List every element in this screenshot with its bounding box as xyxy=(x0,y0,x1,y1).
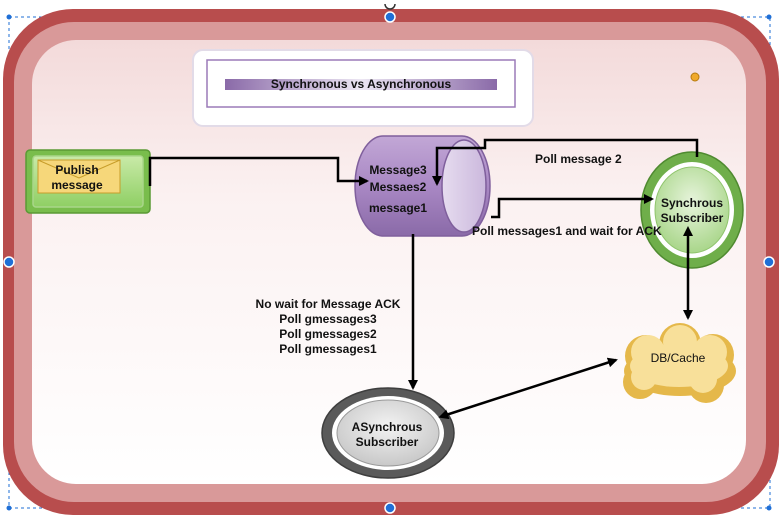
db-cache-label: DB/Cache xyxy=(651,351,706,365)
publish-label-line1: Publish xyxy=(55,163,98,177)
edge-label-poll-gmessages2: Poll gmessages2 xyxy=(279,327,377,341)
title-bar xyxy=(225,79,497,90)
resize-handle-left[interactable] xyxy=(3,256,15,268)
publish-message-node[interactable]: Publish message xyxy=(25,149,151,214)
message-queue-node[interactable]: Message3 Messaes2 message1 xyxy=(354,135,491,237)
edge-label-poll-messages1-ack: Poll messages1 and wait for ACK xyxy=(472,224,662,238)
sync-subscriber-label-line1: Synchrous xyxy=(661,196,723,210)
queue-label-line1: Message3 xyxy=(369,163,427,177)
queue-label-line3: message1 xyxy=(369,201,427,215)
status-dot-icon xyxy=(690,72,700,82)
async-subscriber-label-line1: ASynchrous xyxy=(352,420,423,434)
resize-handle-top-left[interactable] xyxy=(6,14,12,20)
envelope-icon xyxy=(37,159,121,194)
resize-handle-bottom-left[interactable] xyxy=(6,505,12,511)
resize-handle-bottom[interactable] xyxy=(384,502,396,514)
async-subscriber-node[interactable]: ASynchrous Subscriber xyxy=(321,387,455,479)
resize-handle-top[interactable] xyxy=(384,11,396,23)
sync-subscriber-node[interactable]: Synchrous Subscriber xyxy=(640,151,744,269)
resize-handle-bottom-right[interactable] xyxy=(766,505,772,511)
edge-label-poll-message-2: Poll message 2 xyxy=(535,152,622,166)
rotate-handle-icon[interactable] xyxy=(384,3,396,10)
resize-handle-right[interactable] xyxy=(763,256,775,268)
sync-subscriber-label-line2: Subscriber xyxy=(661,211,724,225)
edge-publish-to-queue xyxy=(148,156,369,186)
publish-label-line2: message xyxy=(51,178,103,192)
async-subscriber-label-line2: Subscriber xyxy=(356,435,419,449)
edge-label-no-wait: No wait for Message ACK xyxy=(256,297,401,311)
edge-async-db-cache xyxy=(438,357,618,420)
resize-handle-top-right[interactable] xyxy=(766,14,772,20)
edge-label-poll-gmessages1: Poll gmessages1 xyxy=(279,342,377,356)
queue-label-line2: Messaes2 xyxy=(370,180,427,194)
edge-sync-poll-message-2 xyxy=(432,138,699,186)
db-cache-node[interactable]: DB/Cache xyxy=(623,323,736,403)
edge-queue-to-sync xyxy=(491,194,654,219)
edge-label-poll-gmessages3: Poll gmessages3 xyxy=(279,312,377,326)
diagram-title: Synchronous vs Asynchronous xyxy=(271,77,452,91)
